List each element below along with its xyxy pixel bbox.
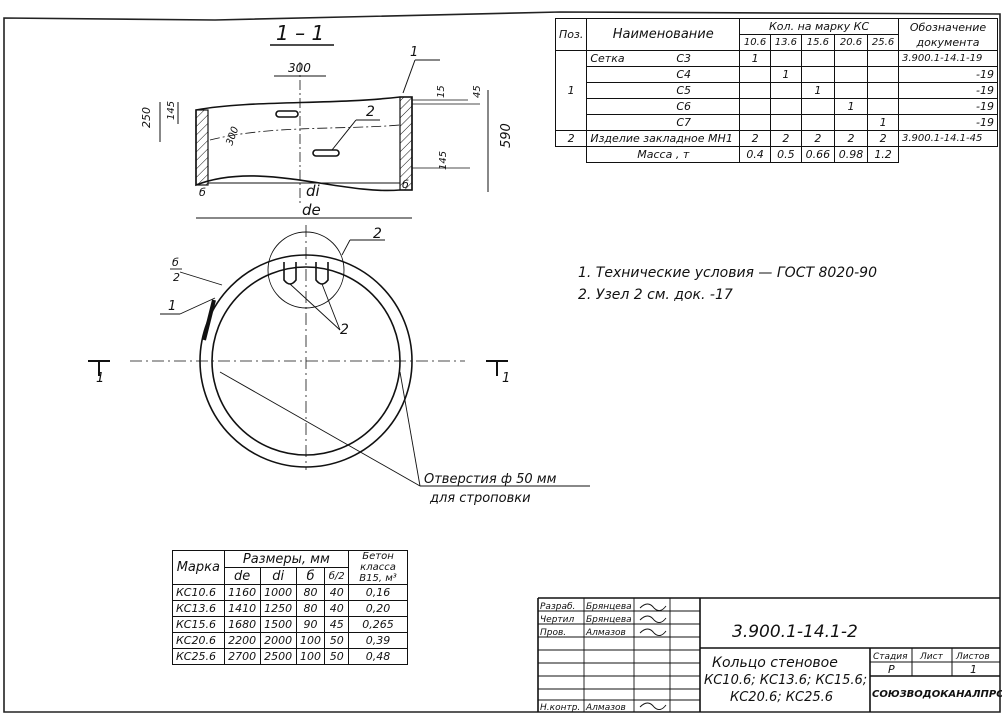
mesh-segment — [202, 299, 216, 341]
note-1: 1. Технические условия — ГОСТ 8020-90 — [578, 265, 877, 281]
table-row: С7 1 -19 — [556, 114, 998, 131]
right-wall — [399, 96, 413, 191]
svg-text:1: 1 — [970, 663, 977, 676]
left-wall — [195, 109, 209, 186]
svg-text:2: 2 — [173, 271, 180, 284]
svg-text:Р: Р — [888, 663, 895, 676]
svg-text:КС10.6; КС13.6; КС15.6;: КС10.6; КС13.6; КС15.6; — [704, 673, 867, 688]
spec-header-doc: Обозначение документа — [898, 18, 998, 51]
table-row: КС10.6 1160 1000 80 40 0,16 — [172, 584, 408, 601]
svg-text:di: di — [306, 182, 321, 200]
svg-text:Лист: Лист — [919, 652, 944, 662]
spec-header-pos: Поз. — [554, 18, 588, 51]
svg-text:250: 250 — [140, 107, 153, 128]
loop-bottom — [312, 149, 340, 157]
svg-text:300: 300 — [288, 61, 311, 75]
spec-header-qty: Кол. на марку КС — [739, 18, 899, 35]
svg-text:б: б — [172, 256, 179, 269]
table-row: С5 1 -19 — [556, 82, 998, 99]
svg-text:2: 2 — [373, 226, 382, 242]
table-row: КС25.6 2700 2500 100 50 0,48 — [172, 648, 408, 665]
svg-text:Брянцева: Брянцева — [586, 615, 632, 625]
svg-text:Кольцо стеновое: Кольцо стеновое — [712, 655, 838, 671]
spec-header-name: Наименование — [586, 18, 741, 51]
svg-text:Листов: Листов — [955, 652, 990, 662]
svg-text:КС20.6; КС25.6: КС20.6; КС25.6 — [730, 690, 833, 705]
svg-text:2: 2 — [366, 104, 375, 120]
table-row: КС15.6 1680 1500 90 45 0,265 — [172, 616, 408, 633]
svg-text:2: 2 — [340, 322, 349, 338]
svg-text:Разраб.: Разраб. — [540, 602, 575, 612]
svg-text:Брянцева: Брянцева — [586, 602, 632, 612]
svg-text:б: б — [402, 178, 409, 191]
svg-text:45: 45 — [472, 85, 483, 98]
spec-table: Поз. Наименование Кол. на марку КС Обозн… — [554, 18, 998, 163]
svg-text:145: 145 — [166, 101, 177, 120]
table-row: С4 1 -19 — [556, 66, 998, 83]
svg-text:б: б — [199, 186, 206, 199]
svg-text:300: 300 — [224, 125, 241, 147]
note-2: 2. Узел 2 см. док. -17 — [578, 287, 733, 303]
svg-text:1: 1 — [502, 371, 510, 386]
hole-label-2: для строповки — [429, 491, 531, 506]
svg-text:1: 1 — [96, 371, 104, 386]
svg-text:Н.контр.: Н.контр. — [540, 703, 580, 713]
table-row: КС13.6 1410 1250 80 40 0,20 — [172, 600, 408, 617]
svg-text:15: 15 — [436, 85, 447, 98]
svg-text:590: 590 — [499, 123, 514, 148]
svg-text:Чертил: Чертил — [540, 615, 575, 625]
svg-text:Пров.: Пров. — [540, 628, 566, 638]
table-row: 2 Изделие закладное МН1 2 2 2 2 2 3.900.… — [554, 130, 998, 147]
hole-label-1: Отверстия ф 50 мм — [424, 472, 557, 487]
notes: 1. Технические условия — ГОСТ 8020-90 2.… — [578, 262, 877, 306]
svg-text:Стадия: Стадия — [873, 652, 908, 662]
svg-text:145: 145 — [438, 151, 449, 170]
sheet-border — [3, 11, 1001, 713]
svg-text:Алмазов: Алмазов — [585, 703, 626, 713]
svg-text:Алмазов: Алмазов — [585, 628, 626, 638]
loop-top — [275, 110, 299, 118]
doc-code: 3.900.1-14.1-2 — [732, 622, 858, 642]
mass-row: Масса , т 0.4 0.5 0.66 0.98 1.2 — [556, 146, 998, 163]
section-label: 1 – 1 — [276, 21, 324, 45]
table-row: 1 Сетка С3 1 3.900.1-14.1-19 — [554, 50, 998, 131]
svg-text:de: de — [302, 201, 321, 219]
signatures — [639, 603, 667, 710]
svg-text:1: 1 — [168, 299, 176, 314]
table-row: КС20.6 2200 2000 100 50 0,39 — [172, 632, 408, 649]
svg-text:1: 1 — [410, 45, 418, 60]
org-name: СОЮЗВОДОКАНАЛПРОЕКТ — [872, 689, 1002, 700]
table-row: С6 1 -19 — [556, 98, 998, 115]
dims-table: Марка Размеры, мм Бетон класса В15, м³ d… — [172, 550, 408, 665]
